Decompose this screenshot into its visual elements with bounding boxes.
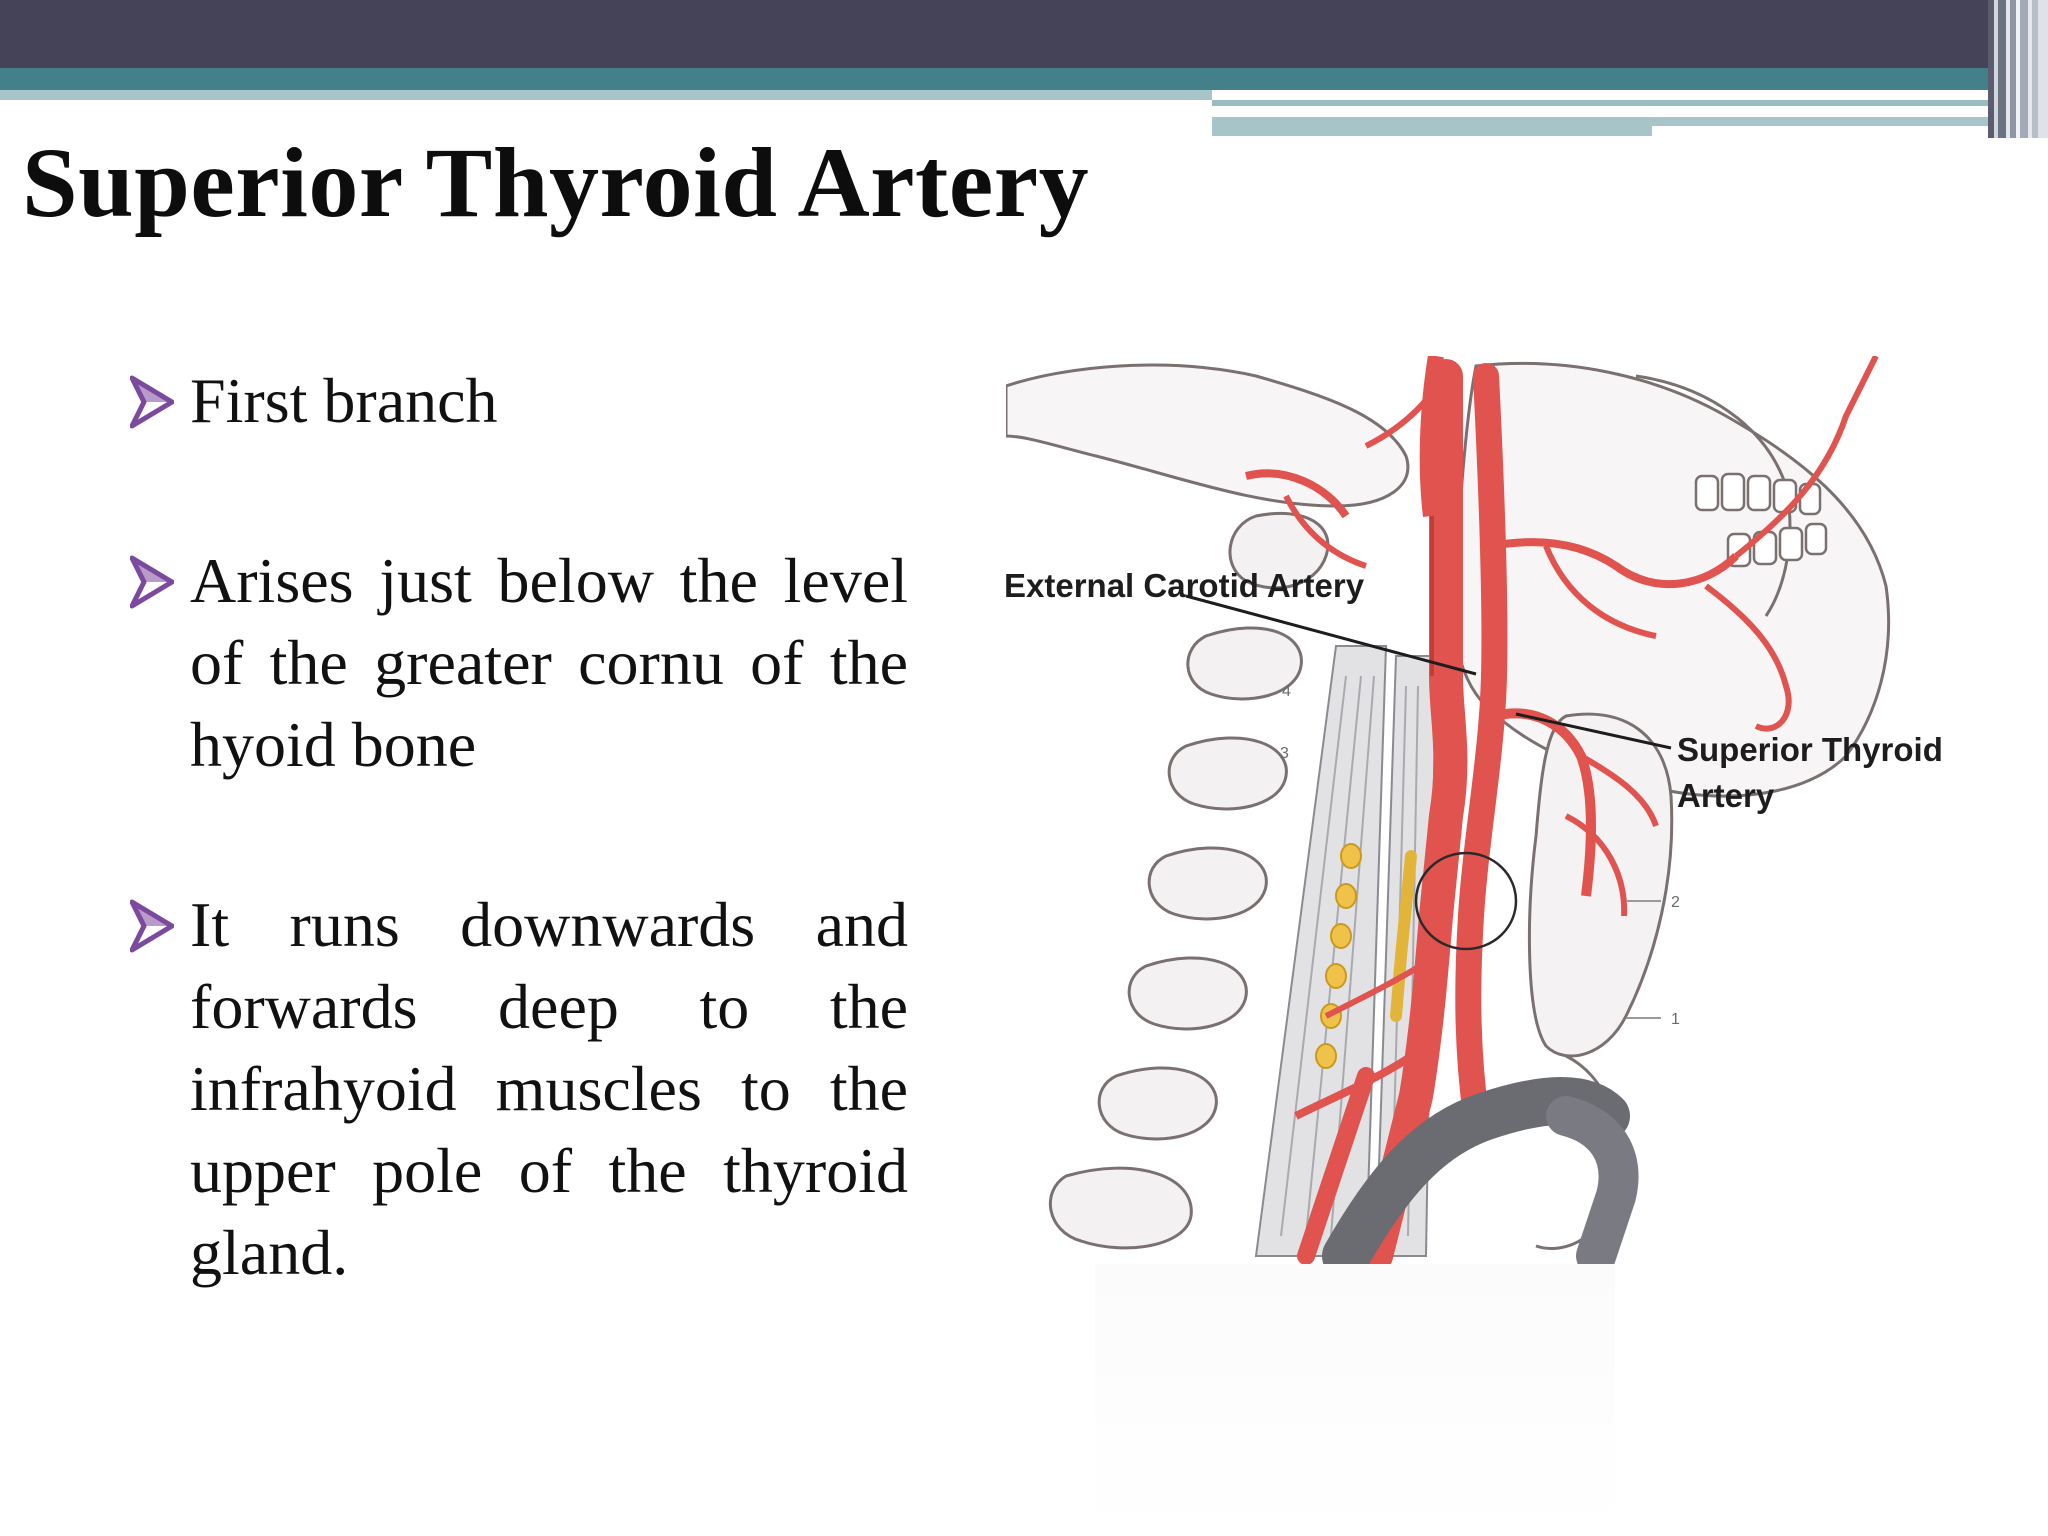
slide-title: Superior Thyroid Artery xyxy=(22,127,1090,238)
arrow-bullet-icon xyxy=(130,375,174,429)
bullet-text: First branch xyxy=(190,365,498,436)
fig-number: 4 xyxy=(1282,683,1291,700)
bullet-text: Arises just below the level of the great… xyxy=(190,545,908,780)
header-right-line xyxy=(1212,100,2048,106)
fig-number: 2 xyxy=(1671,894,1680,911)
header-right-line xyxy=(1652,126,2048,136)
label-superior-thyroid-artery-line2: Artery xyxy=(1677,777,1775,814)
figure-fade xyxy=(1095,1262,1615,1536)
header-teal-bar xyxy=(0,68,2048,90)
label-external-carotid-artery: External Carotid Artery xyxy=(1004,567,1365,604)
header-dark-bar xyxy=(0,0,2048,68)
bullet-list: First branch Arises just below the level… xyxy=(130,360,908,1294)
neck-anatomy-illustration: 4 3 2 1 xyxy=(1006,356,2006,1264)
bullet-text: It runs downwards and forwards deep to t… xyxy=(190,889,908,1288)
bullet-item: Arises just below the level of the great… xyxy=(130,540,908,786)
label-superior-thyroid-artery-line1: Superior Thyroid xyxy=(1677,731,1943,768)
fig-number: 1 xyxy=(1671,1011,1680,1028)
arrow-bullet-icon xyxy=(130,899,174,953)
bullet-item: First branch xyxy=(130,360,908,442)
header-teal-light-bar xyxy=(0,90,1212,100)
bullet-item: It runs downwards and forwards deep to t… xyxy=(130,884,908,1294)
arrow-bullet-icon xyxy=(130,555,174,609)
fig-number: 3 xyxy=(1280,745,1289,762)
header-right-line xyxy=(1212,106,1897,116)
header-stripes xyxy=(1988,0,2048,138)
